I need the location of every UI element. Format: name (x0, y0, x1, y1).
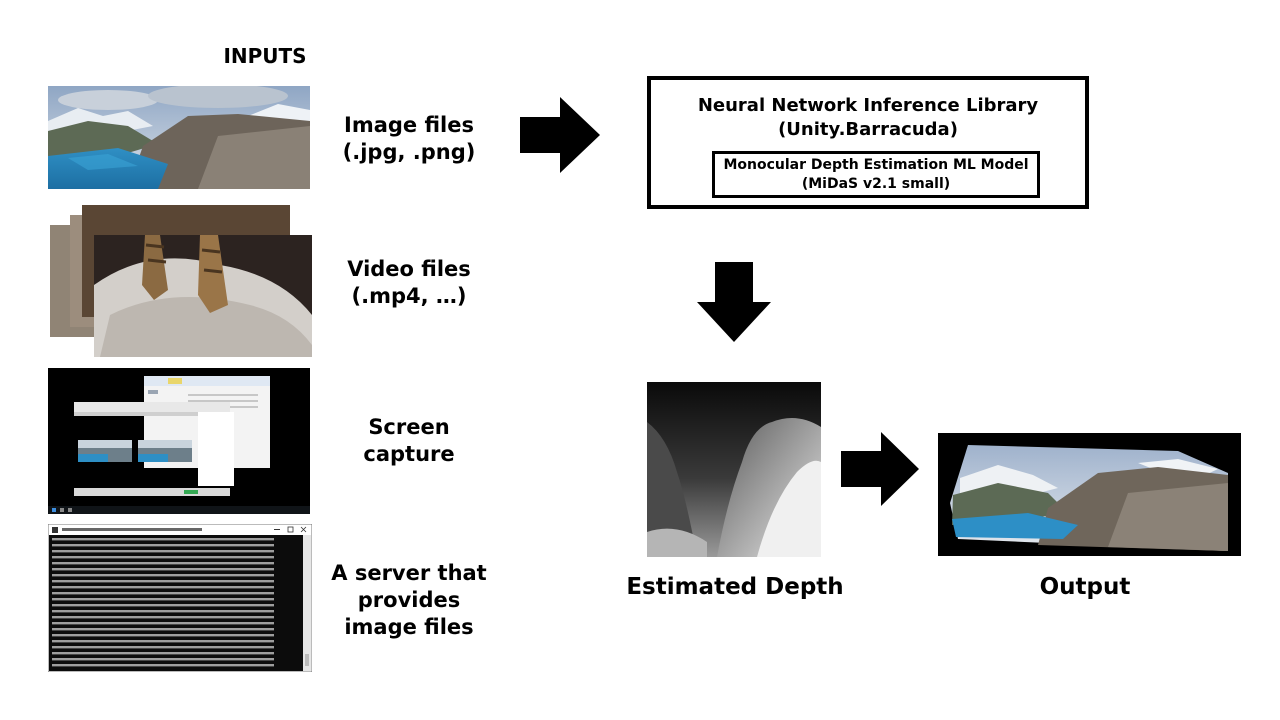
output-label: Output (1039, 574, 1131, 600)
screen-capture-image (48, 368, 310, 514)
video-files-label: Video files (.mp4, …) (347, 257, 471, 308)
server-console-image (48, 524, 312, 672)
video-frames-image (50, 205, 312, 357)
server-label: A server that provides image files (331, 561, 487, 639)
estimated-depth-label: Estimated Depth (626, 574, 844, 600)
arrow-down-icon (697, 262, 771, 342)
depth-model-title: Monocular Depth Estimation ML Model (MiD… (723, 157, 1029, 192)
estimated-depth-image (647, 382, 821, 557)
inference-library-box: Neural Network Inference Library (Unity.… (647, 76, 1089, 209)
inputs-heading: INPUTS (223, 44, 307, 68)
landscape-image (48, 86, 310, 189)
arrow-right-icon (841, 432, 919, 506)
output-image (938, 433, 1241, 556)
screen-capture-label: Screen capture (363, 415, 455, 466)
inference-library-title: Neural Network Inference Library (Unity.… (697, 95, 1039, 140)
image-files-label: Image files (.jpg, .png) (342, 113, 476, 164)
arrow-right-icon (520, 97, 600, 173)
depth-model-box: Monocular Depth Estimation ML Model (MiD… (712, 151, 1040, 198)
